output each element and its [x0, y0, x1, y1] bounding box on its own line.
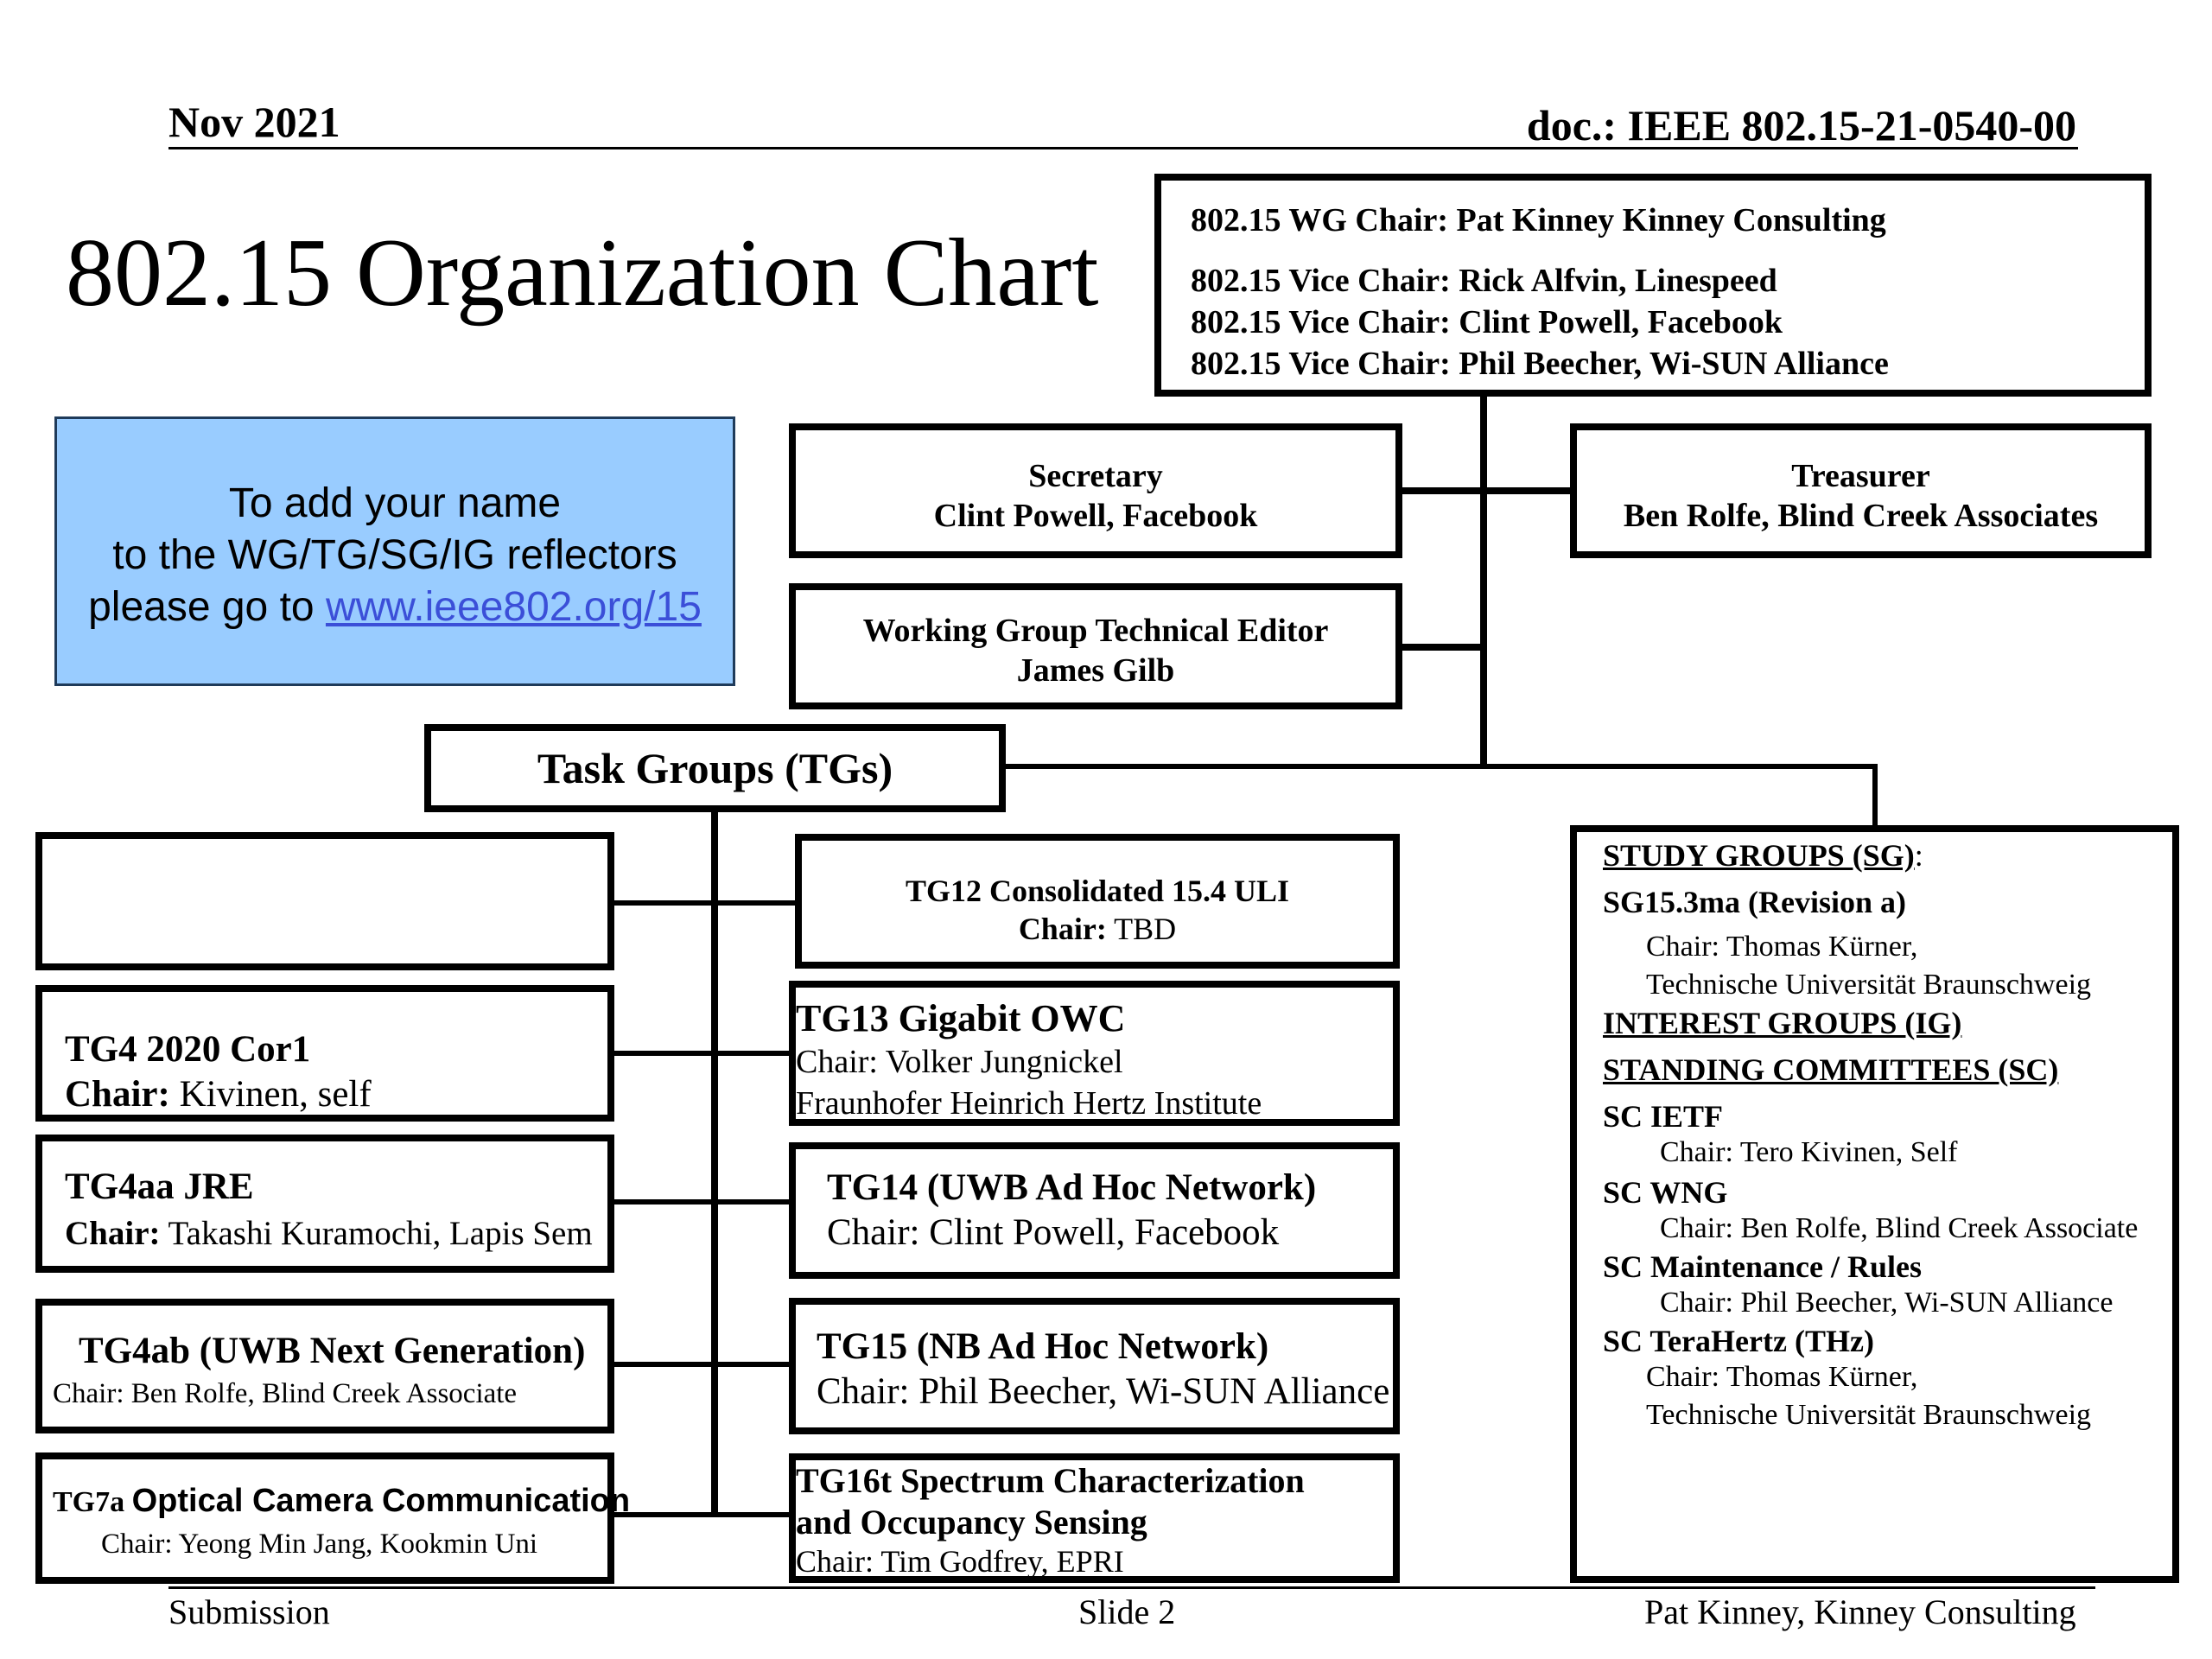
sc-ietf-title: SC IETF: [1603, 1099, 1724, 1134]
editor-name: James Gilb: [1016, 652, 1175, 689]
connector-tg-vertical: [711, 808, 718, 1516]
tg7a-box: TG7a Optical Camera Communication Chair:…: [35, 1452, 630, 1584]
tg16t-title-2: and Occupancy Sensing: [796, 1503, 1147, 1541]
reflector-link[interactable]: www.ieee802.org/15: [325, 584, 702, 630]
sg1-title: SG15.3ma (Revision a): [1603, 885, 1906, 919]
reflector-note: To add your name to the WG/TG/SG/IG refl…: [54, 416, 735, 686]
tg13-title: TG13 Gigabit OWC: [796, 997, 1126, 1039]
connector-row4: [610, 1362, 800, 1367]
reflector-prefix: please go to: [88, 584, 326, 630]
tg14-chair: Chair: Clint Powell, Facebook: [827, 1212, 1280, 1253]
sc-thz-org: Technische Universität Braunschweig: [1646, 1399, 2092, 1431]
reflector-line-3: please go to www.ieee802.org/15: [57, 582, 733, 633]
tg4-box: TG4 2020 Cor1 Chair: Kivinen, self: [35, 985, 614, 1122]
connector-row5: [610, 1512, 800, 1517]
tg13-org: Fraunhofer Heinrich Hertz Institute: [796, 1085, 1262, 1122]
vice-chair-2: 802.15 Vice Chair: Clint Powell, Faceboo…: [1191, 304, 1783, 340]
tg15-box: TG15 (NB Ad Hoc Network) Chair: Phil Bee…: [789, 1298, 1400, 1434]
tg16t-box: TG16t Spectrum Characterization and Occu…: [789, 1453, 1400, 1583]
sc-thz-title: SC TeraHertz (THz): [1603, 1324, 1874, 1358]
editor-title: Working Group Technical Editor: [862, 613, 1329, 649]
tg4aa-title: TG4aa JRE: [65, 1166, 254, 1207]
connector-row1: [610, 900, 800, 906]
treasurer-name: Ben Rolfe, Blind Creek Associates: [1623, 498, 2099, 534]
tg12-title: TG12 Consolidated 15.4 ULI: [905, 874, 1290, 908]
reflector-line-1: To add your name: [228, 480, 562, 526]
footer-right: Pat Kinney, Kinney Consulting: [1644, 1592, 2076, 1631]
sc-maintenance-title: SC Maintenance / Rules: [1603, 1249, 1922, 1284]
tg13-chair: Chair: Volker Jungnickel: [796, 1044, 1123, 1080]
page-title: 802.15 Organization Chart: [66, 219, 1099, 327]
footer-slide-number: Slide 2: [1078, 1592, 1176, 1631]
connector-tg-to-sg: [1002, 764, 1878, 769]
footer-left: Submission: [168, 1592, 330, 1631]
vice-chair-1: 802.15 Vice Chair: Rick Alfvin, Linespee…: [1191, 263, 1777, 299]
sc-ietf-chair: Chair: Tero Kivinen, Self: [1660, 1136, 1958, 1168]
header-doc-id: doc.: IEEE 802.15-21-0540-00: [1526, 101, 2076, 149]
secretary-box: Secretary Clint Powell, Facebook: [789, 423, 1402, 558]
ig-heading: INTEREST GROUPS (IG): [1603, 1006, 1962, 1040]
wg-chair: 802.15 WG Chair: Pat Kinney Kinney Consu…: [1191, 202, 1886, 238]
connector-row2: [610, 1051, 800, 1056]
tg4ab-title: TG4ab (UWB Next Generation): [79, 1331, 586, 1371]
tg14-title: TG14 (UWB Ad Hoc Network): [827, 1167, 1317, 1208]
sc-wng-chair: Chair: Ben Rolfe, Blind Creek Associate: [1660, 1212, 2139, 1244]
footer-rule: [168, 1586, 2095, 1589]
connector-row3: [610, 1199, 800, 1205]
tg16t-title-1: TG16t Spectrum Characterization: [796, 1461, 1305, 1500]
treasurer-title: Treasurer: [1791, 458, 1930, 494]
tg4ab-box: TG4ab (UWB Next Generation) Chair: Ben R…: [35, 1299, 614, 1433]
connector-main-vertical: [1480, 393, 1487, 765]
tg13-box: TG13 Gigabit OWC Chair: Volker Jungnicke…: [789, 981, 1400, 1126]
tg7a-chair: Chair: Yeong Min Jang, Kookmin Uni: [101, 1529, 538, 1560]
study-groups-box: STUDY GROUPS (SG): SG15.3ma (Revision a)…: [1570, 825, 2179, 1583]
sg1-org: Technische Universität Braunschweig: [1646, 969, 2092, 1001]
sc-thz-chair: Chair: Thomas Kürner,: [1646, 1361, 1918, 1393]
header-date: Nov 2021: [168, 98, 340, 146]
header-rule: [168, 147, 2078, 149]
tg15-chair: Chair: Phil Beecher, Wi-SUN Alliance: [817, 1371, 1390, 1412]
tg14-box: TG14 (UWB Ad Hoc Network) Chair: Clint P…: [789, 1142, 1400, 1279]
connector-editor: [1400, 644, 1484, 651]
tg4aa-chair: Chair: Takashi Kuramochi, Lapis Sem: [65, 1215, 593, 1252]
task-groups-label: Task Groups (TGs): [537, 744, 893, 792]
tg4-title: TG4 2020 Cor1: [65, 1029, 311, 1070]
tg15-title: TG15 (NB Ad Hoc Network): [817, 1326, 1269, 1367]
sc-wng-title: SC WNG: [1603, 1175, 1728, 1210]
editor-box: Working Group Technical Editor James Gil…: [789, 583, 1402, 709]
tg7a-title: TG7a Optical Camera Communication: [53, 1483, 631, 1519]
wg-chair-box: 802.15 WG Chair: Pat Kinney Kinney Consu…: [1154, 174, 2152, 397]
secretary-name: Clint Powell, Facebook: [933, 498, 1258, 534]
connector-secretary-treasurer: [1400, 487, 1573, 494]
tg12-chair: Chair: TBD: [1018, 912, 1177, 946]
secretary-title: Secretary: [1028, 458, 1163, 494]
tg4ab-chair: Chair: Ben Rolfe, Blind Creek Associate: [53, 1378, 518, 1409]
tg-empty-box: [35, 832, 614, 970]
sc-maintenance-chair: Chair: Phil Beecher, Wi-SUN Alliance: [1660, 1287, 2113, 1319]
connector-sg-drop: [1872, 764, 1878, 828]
tg4aa-box: TG4aa JRE Chair: Takashi Kuramochi, Lapi…: [35, 1135, 614, 1273]
vice-chair-3: 802.15 Vice Chair: Phil Beecher, Wi-SUN …: [1191, 346, 1889, 382]
sc-heading: STANDING COMMITTEES (SC): [1603, 1052, 2059, 1087]
tg4-chair: Chair: Kivinen, self: [65, 1074, 372, 1115]
tg16t-chair: Chair: Tim Godfrey, EPRI: [796, 1544, 1124, 1579]
reflector-line-2: to the WG/TG/SG/IG reflectors: [112, 532, 677, 578]
task-groups-box: Task Groups (TGs): [424, 724, 1006, 812]
treasurer-box: Treasurer Ben Rolfe, Blind Creek Associa…: [1570, 423, 2152, 558]
sg1-chair: Chair: Thomas Kürner,: [1646, 931, 1918, 963]
sg-heading: STUDY GROUPS (SG):: [1603, 838, 1923, 873]
tg12-box: TG12 Consolidated 15.4 ULI Chair: TBD: [795, 834, 1400, 969]
